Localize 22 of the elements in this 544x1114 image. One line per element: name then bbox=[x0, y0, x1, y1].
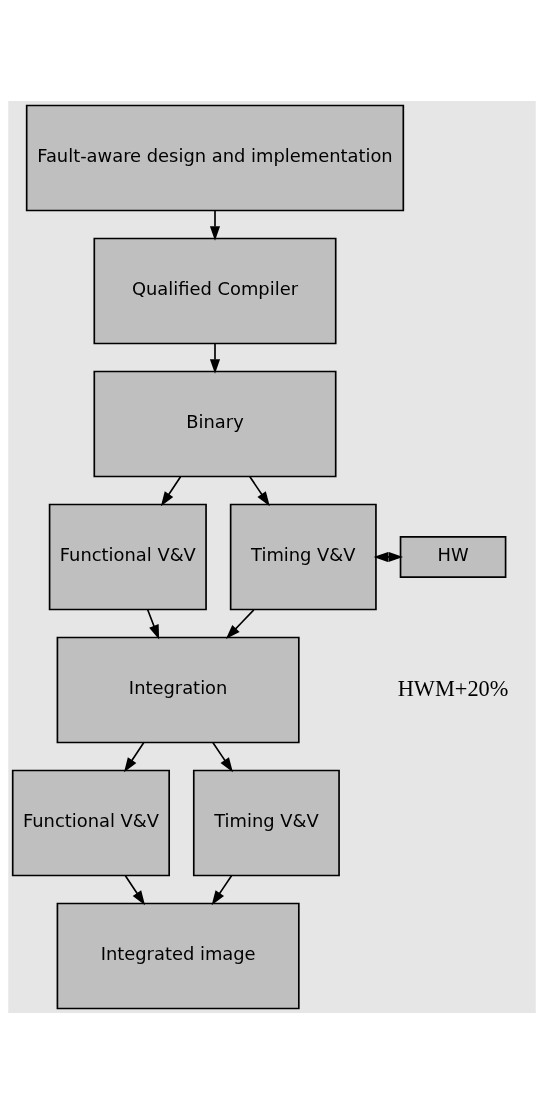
node-box: Integration bbox=[56, 636, 300, 744]
node-box: Binary bbox=[93, 370, 337, 478]
arrow bbox=[124, 741, 145, 773]
arrow bbox=[249, 475, 270, 507]
arrow bbox=[225, 608, 255, 639]
node-box: Qualified Compiler bbox=[93, 237, 337, 345]
node-box: Timing V&V bbox=[229, 503, 377, 611]
arrow bbox=[373, 551, 403, 563]
node-box: Functional V&V bbox=[11, 769, 170, 877]
node-box: Integrated image bbox=[56, 902, 300, 1010]
node-box: HW bbox=[399, 536, 507, 578]
label: HWM+20% bbox=[397, 675, 509, 701]
arrow bbox=[209, 209, 221, 241]
node-box: Fault-aware design and implementation bbox=[25, 104, 405, 212]
arrow bbox=[212, 741, 233, 773]
arrow bbox=[160, 475, 182, 507]
node-box: Functional V&V bbox=[48, 503, 207, 611]
arrow bbox=[209, 342, 221, 374]
node-box: Timing V&V bbox=[192, 769, 340, 877]
arrow bbox=[124, 874, 146, 906]
arrow bbox=[146, 608, 160, 640]
arrow bbox=[211, 874, 233, 906]
